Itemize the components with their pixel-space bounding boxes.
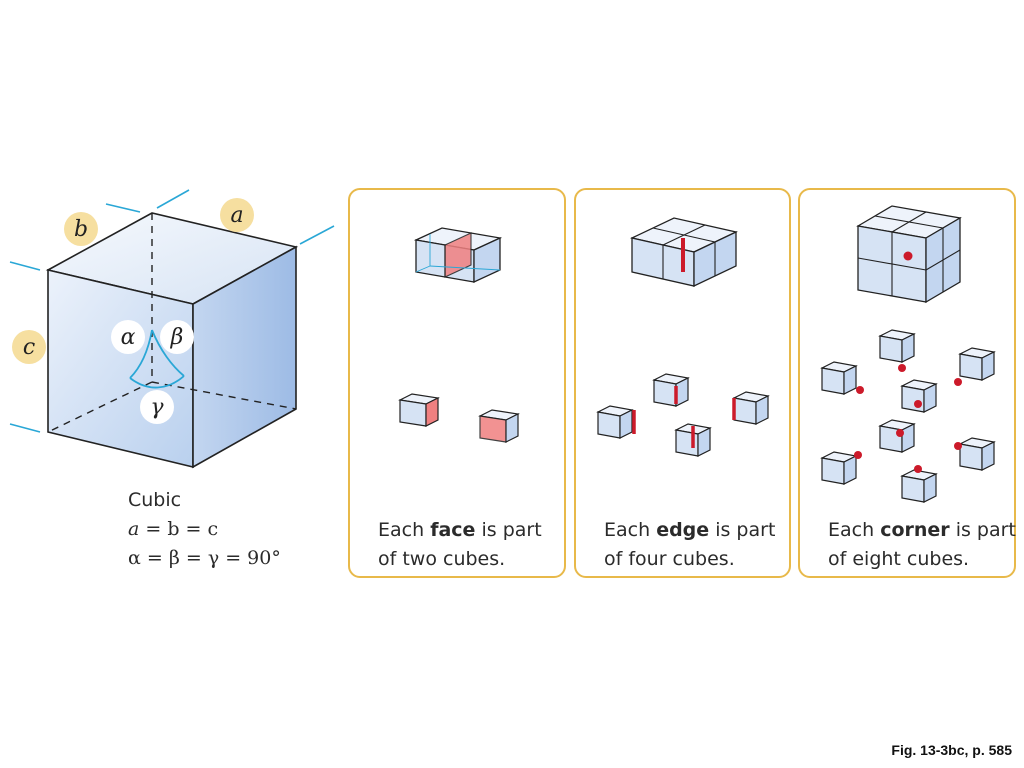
eq-a: a xyxy=(128,518,140,540)
figure-reference: Fig. 13-3bc, p. 585 xyxy=(891,742,1012,758)
cube-front-face xyxy=(47,268,194,469)
single-cube-edge-3 xyxy=(732,391,770,425)
joined-cubes-face xyxy=(413,227,503,284)
eight-separated-cubes xyxy=(820,329,996,503)
single-cube-edge-2 xyxy=(596,405,636,439)
alpha-label: α xyxy=(111,320,145,354)
single-cube-left xyxy=(398,393,440,427)
axis-tick xyxy=(9,261,41,271)
panel-edge-caption: Each edge is part of four cubes. xyxy=(604,519,776,570)
angle-arc xyxy=(151,329,185,377)
caption-title: Cubic xyxy=(128,489,182,511)
panel-corner: Each corner is part of eight cubes. xyxy=(798,188,1016,578)
label-a-bubble: a xyxy=(220,198,254,232)
label-b-bubble: b xyxy=(64,212,98,246)
label-c-bubble: c xyxy=(12,330,46,364)
joined-cubes-edge xyxy=(630,217,738,288)
axis-tick xyxy=(299,225,335,245)
cubic-caption: Cubic a = b = c α = β = γ = 90° xyxy=(128,486,281,573)
panel-face-caption: Each face is part of two cubes. xyxy=(378,519,542,570)
axis-tick xyxy=(9,423,41,433)
single-cube-right xyxy=(478,409,520,443)
edge-diagram xyxy=(596,217,770,457)
gamma-label: γ xyxy=(140,390,174,424)
angle-arc xyxy=(129,375,185,389)
cubic-unit-cell: b a c α β γ xyxy=(0,0,340,480)
axis-tick xyxy=(105,203,141,213)
eq-rest: = b = c xyxy=(145,518,219,540)
panel-edge: Each edge is part of four cubes. xyxy=(574,188,791,578)
angle-arc xyxy=(129,329,153,379)
corner-diagram xyxy=(820,205,996,503)
axis-tick xyxy=(156,189,190,209)
caption-equation-lengths: a = b = c xyxy=(128,515,281,544)
caption-equation-angles: α = β = γ = 90° xyxy=(128,547,281,569)
panel-face: Each face is part of two cubes. xyxy=(348,188,566,578)
beta-label: β xyxy=(160,320,194,354)
joined-cubes-corner xyxy=(856,205,962,304)
single-cube-edge-4 xyxy=(674,423,712,457)
panel-corner-caption: Each corner is part of eight cubes. xyxy=(828,519,1016,570)
single-cube-edge-1 xyxy=(652,373,690,407)
face-diagram xyxy=(398,227,520,443)
